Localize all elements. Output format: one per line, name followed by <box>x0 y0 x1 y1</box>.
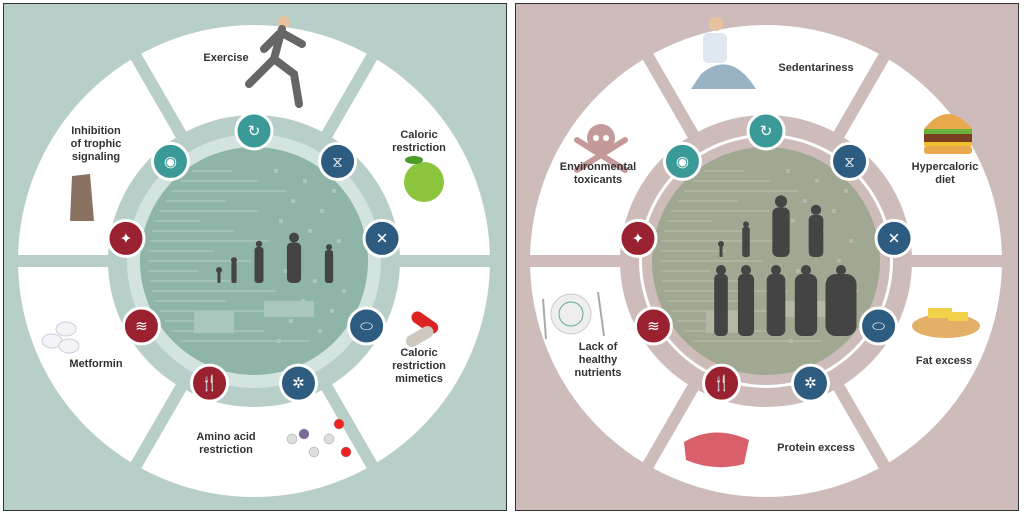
chromosome-icon: ✕ <box>362 218 402 258</box>
protein-aggregate-icon: ✲ <box>278 363 318 403</box>
hallmark-glyph: ◉ <box>164 152 177 170</box>
fork-knife-icon: 🍴 <box>190 363 230 403</box>
hallmark-glyph: ✦ <box>632 229 645 247</box>
hallmark-glyph: ✦ <box>120 229 133 247</box>
maple-leaf-icon: ✦ <box>106 218 146 258</box>
butter-pancake-illustration <box>912 308 980 338</box>
dna-icon: ⧖ <box>318 141 358 181</box>
maple-leaf-icon: ✦ <box>618 218 658 258</box>
cell-communication-icon: ↻ <box>234 111 274 151</box>
hallmark-glyph: ✲ <box>804 374 817 392</box>
cell-communication-icon: ↻ <box>746 111 786 151</box>
chromosome-icon: ✕ <box>874 218 914 258</box>
segment-label: Protein excess <box>777 442 855 454</box>
hallmark-glyph: ≋ <box>647 317 660 335</box>
molecule-illustration <box>286 418 352 458</box>
segment-label: Fat excess <box>916 355 972 367</box>
aging-silhouettes <box>714 195 857 336</box>
burger-illustration <box>924 114 972 154</box>
mitochondria-icon: ≋ <box>633 306 673 346</box>
segment-sedentariness: Sedentariness <box>691 17 854 89</box>
segment-fat-excess: Fat excess <box>912 308 980 367</box>
capsules-illustration <box>405 311 439 347</box>
segment-protein-excess: Protein excess <box>684 432 855 468</box>
skull-crossbones-illustration <box>574 124 628 173</box>
empty-plate-illustration <box>542 291 605 340</box>
segment-label: Metformin <box>69 358 122 370</box>
hallmark-glyph: ✕ <box>888 229 901 247</box>
sitting-man-illustration <box>691 17 756 89</box>
moai-statue-illustration <box>70 174 94 221</box>
dna-icon: ⧖ <box>830 141 870 181</box>
pills-icon: ⬭ <box>859 306 899 346</box>
hallmark-glyph: ◉ <box>676 152 689 170</box>
segment-metformin: Metformin <box>41 321 123 370</box>
mitochondria-icon: ≋ <box>121 306 161 346</box>
hallmark-glyph: ↻ <box>760 122 773 140</box>
hallmark-glyph: ↻ <box>248 122 261 140</box>
aging-silhouettes <box>216 232 334 283</box>
hallmark-glyph: ⧖ <box>844 152 855 170</box>
steak-illustration <box>684 432 749 468</box>
running-woman-illustration <box>245 16 306 108</box>
stem-cell-icon: ◉ <box>662 141 702 181</box>
segment-label: Sedentariness <box>778 62 853 74</box>
tablets-illustration <box>41 321 80 354</box>
hallmark-glyph: ✲ <box>292 374 305 392</box>
hallmark-glyph: 🍴 <box>712 374 731 392</box>
pills-icon: ⬭ <box>347 306 387 346</box>
segment-exercise: Exercise <box>203 16 306 108</box>
fork-knife-icon: 🍴 <box>702 363 742 403</box>
hallmark-glyph: ⬭ <box>360 317 373 335</box>
hallmark-glyph: 🍴 <box>200 374 219 392</box>
circuit-traces <box>148 169 346 343</box>
hallmark-glyph: ≋ <box>135 317 148 335</box>
hallmark-glyph: ⬭ <box>872 317 885 335</box>
protein-aggregate-icon: ✲ <box>790 363 830 403</box>
green-apple-illustration <box>404 156 444 202</box>
stem-cell-icon: ◉ <box>150 141 190 181</box>
hallmark-glyph: ⧖ <box>332 152 343 170</box>
hallmark-glyph: ✕ <box>376 229 389 247</box>
segment-label: Exercise <box>203 52 248 64</box>
